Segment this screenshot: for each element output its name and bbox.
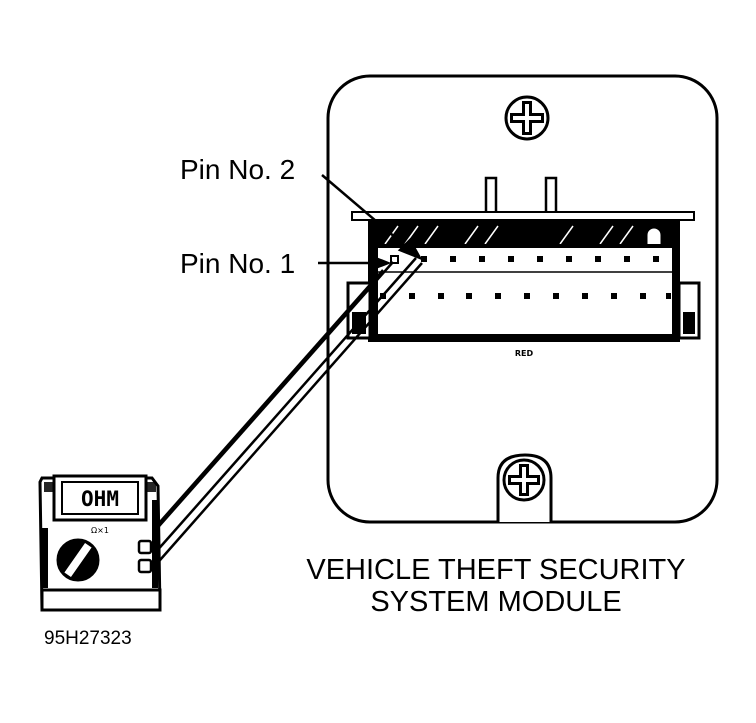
pin-pointers [318,174,423,272]
connector-flange [351,211,695,221]
bottom-screw-icon [502,458,546,502]
ohmmeter-jacks [137,539,153,574]
pin2-arrowhead [397,237,423,261]
probe-leads [136,257,423,569]
top-screw-icon [504,95,550,141]
module-title: VEHICLE THEFT SECURITY SYSTEM MODULE [266,554,726,618]
connector-top-pin-row [390,255,659,264]
connector-face [378,248,672,334]
pin2-label: Pin No. 2 [180,154,296,185]
connector: RED [346,176,701,358]
ohmmeter-display-text: OHM [81,487,119,511]
ohmmeter-dial-icon [56,538,100,582]
module-title-line1: VEHICLE THEFT SECURITY [306,554,686,586]
ohmmeter-range-mark: Ω×1 [91,526,109,535]
connector-latch-right [544,176,558,216]
connector-color-mark: RED [515,349,534,358]
pin1-arrowhead [368,254,392,272]
figure-id: 95H27323 [44,628,132,649]
probe-lead-pin1 [144,261,394,543]
pin1-label: Pin No. 1 [180,248,296,279]
ohmmeter [38,474,162,612]
connector-latch-left [484,176,498,216]
pin2-pointer-line [321,174,411,251]
module-title-line2: SYSTEM MODULE [370,586,622,618]
probe-lead-pin2 [152,262,423,569]
